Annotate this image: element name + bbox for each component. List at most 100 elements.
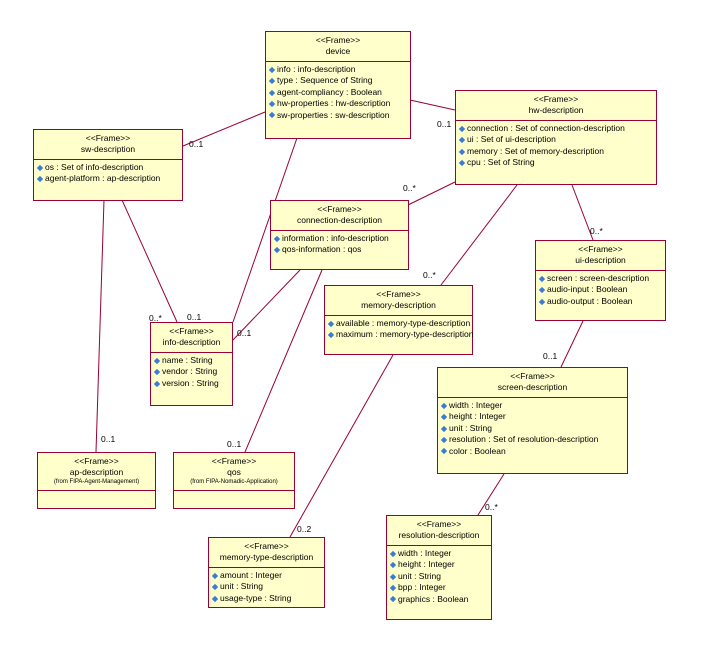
attribute-row: resolution : Set of resolution-descripti…: [440, 434, 624, 445]
attribute-row: amount : Integer: [211, 570, 321, 581]
attribute-icon: [440, 413, 448, 421]
class-info-description[interactable]: <<Frame>> info-description name : String…: [150, 322, 233, 406]
attribute-icon: [389, 596, 397, 603]
class-screen-description[interactable]: <<Frame>> screen-description width : Int…: [437, 367, 628, 474]
attribute-row: screen : screen-description: [538, 273, 662, 284]
assoc-device-info: [232, 137, 298, 323]
attribute-row: unit : String: [440, 423, 624, 434]
attribute-icon: [538, 298, 546, 305]
multiplicity-conn-qos: 0..1: [227, 439, 242, 449]
attribute-icon: [458, 148, 466, 155]
attribute-icon: [389, 584, 397, 592]
class-header: <<Frame>> ap-description (from FIPA-Agen…: [38, 453, 155, 491]
attribute-icon: [458, 125, 466, 132]
attribute-list: width : Integer height : Integer unit : …: [438, 398, 627, 459]
class-resolution-description[interactable]: <<Frame>> resolution-description width :…: [386, 515, 492, 620]
attribute-icon: [268, 77, 276, 85]
attribute-icon: [327, 320, 335, 327]
class-name: ui-description: [575, 255, 626, 265]
attribute-icon: [389, 561, 397, 569]
attribute-list: [174, 491, 294, 497]
stereotype-label: <<Frame>>: [416, 519, 462, 529]
attribute-row: os : Set of info-description: [36, 162, 179, 173]
assoc-conn-info: [232, 269, 301, 341]
attribute-list: available : memory-type-description maxi…: [325, 316, 473, 343]
class-header: <<Frame>> device: [266, 32, 410, 62]
class-qos[interactable]: <<Frame>> qos (from FIPA-Nomadic-Applica…: [173, 452, 295, 509]
multiplicity-device-hw: 0..1: [437, 119, 452, 129]
assoc-sw-info: [121, 199, 178, 323]
attribute-row: usage-type : String: [211, 593, 321, 604]
attribute-list: os : Set of info-description agent-platf…: [34, 160, 182, 187]
class-name: resolution-description: [398, 530, 480, 540]
attribute-list: info : info-description type : Sequence …: [266, 62, 410, 123]
attribute-row: width : Integer: [440, 400, 624, 411]
stereotype-label: <<Frame>>: [376, 289, 421, 299]
attribute-icon: [153, 357, 161, 364]
attribute-icon: [440, 448, 448, 455]
attribute-row: type : Sequence of String: [268, 75, 407, 86]
class-name: qos: [227, 467, 241, 477]
attribute-row: ui : Set of ui-description: [458, 134, 653, 145]
attribute-list: information : info-description qos-infor…: [271, 231, 408, 258]
class-memory-description[interactable]: <<Frame>> memory-description available :…: [324, 285, 473, 355]
class-header: <<Frame>> connection-description: [271, 201, 408, 231]
class-name: memory-type-description: [219, 552, 314, 562]
attribute-icon: [211, 572, 219, 579]
class-hw-description[interactable]: <<Frame>> hw-description connection : Se…: [455, 90, 657, 185]
stereotype-label: <<Frame>>: [211, 456, 257, 466]
class-name: sw-description: [80, 144, 136, 154]
attribute-icon: [440, 436, 448, 444]
attribute-icon: [268, 89, 276, 96]
multiplicity-device-sw: 0..1: [189, 139, 204, 149]
assoc-hw-conn: [407, 181, 456, 206]
multiplicity-hw-mem: 0..*: [423, 270, 436, 280]
attribute-icon: [458, 159, 466, 167]
stereotype-label: <<Frame>>: [317, 204, 362, 214]
class-header: <<Frame>> screen-description: [438, 368, 627, 398]
assoc-hw-mem: [440, 184, 518, 286]
class-header: <<Frame>> resolution-description: [387, 516, 491, 546]
assoc-mem-memtype: [289, 354, 394, 538]
attribute-list: [38, 491, 155, 497]
class-ap-description[interactable]: <<Frame>> ap-description (from FIPA-Agen…: [37, 452, 156, 509]
stereotype-label: <<Frame>>: [74, 456, 119, 466]
class-name: screen-description: [497, 382, 568, 392]
class-memory-type-description[interactable]: <<Frame>> memory-type-description amount…: [208, 537, 325, 608]
class-name: hw-description: [528, 105, 584, 115]
assoc-ui-screen: [560, 320, 584, 368]
class-header: <<Frame>> sw-description: [34, 130, 182, 160]
assoc-hw-ui: [571, 184, 594, 241]
multiplicity-mem-memtype: 0..2: [297, 524, 312, 534]
attribute-row: available : memory-type-description: [327, 318, 470, 329]
attribute-icon: [389, 573, 397, 580]
attribute-icon: [36, 175, 44, 183]
assoc-sw-ap: [95, 199, 105, 453]
package-origin: (from FIPA-Nomadic-Application): [190, 479, 278, 485]
attribute-row: sw-properties : sw-description: [268, 110, 407, 121]
attribute-row: info : info-description: [268, 64, 407, 75]
stereotype-label: <<Frame>>: [169, 326, 214, 336]
stereotype-label: <<Frame>>: [244, 541, 289, 551]
attribute-row: unit : String: [389, 571, 488, 582]
attribute-list: name : String vendor : String version : …: [151, 353, 232, 391]
class-header: <<Frame>> info-description: [151, 323, 232, 353]
attribute-row: information : info-description: [273, 233, 405, 244]
attribute-icon: [440, 425, 448, 432]
attribute-row: qos-information : qos: [273, 244, 405, 255]
attribute-list: screen : screen-description audio-input …: [536, 271, 665, 309]
multiplicity-ui-screen: 0..1: [543, 351, 558, 361]
class-name: memory-description: [361, 300, 436, 310]
class-ui-description[interactable]: <<Frame>> ui-description screen : screen…: [535, 240, 666, 321]
class-sw-description[interactable]: <<Frame>> sw-description os : Set of inf…: [33, 129, 183, 201]
attribute-row: cpu : Set of String: [458, 157, 653, 168]
attribute-row: version : String: [153, 378, 229, 389]
attribute-icon: [153, 368, 161, 376]
attribute-icon: [440, 402, 448, 409]
class-connection-description[interactable]: <<Frame>> connection-description informa…: [270, 200, 409, 270]
class-device[interactable]: <<Frame>> device info : info-description…: [265, 31, 411, 139]
attribute-icon: [211, 583, 219, 591]
package-origin: (from FIPA-Agent-Management): [53, 479, 140, 485]
attribute-icon: [389, 550, 397, 557]
